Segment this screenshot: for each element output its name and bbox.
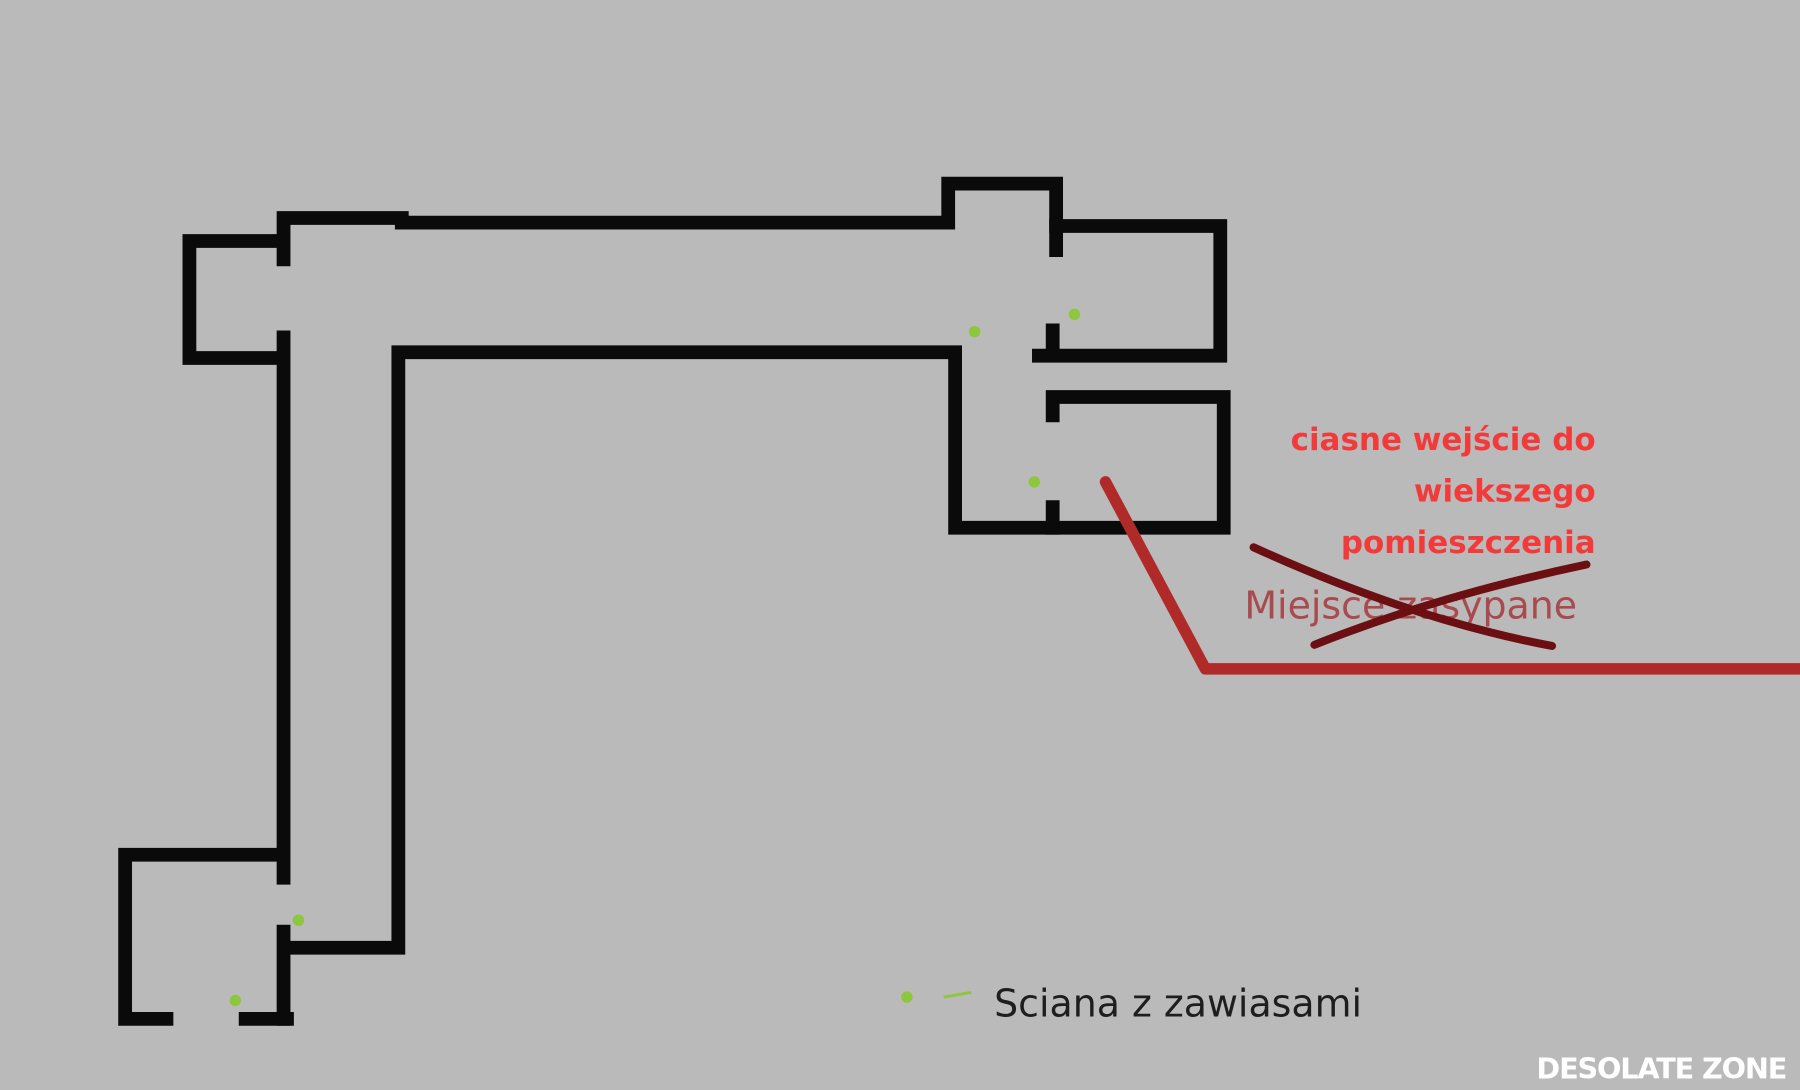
annotation-note: ciasne wejście do wiekszego pomieszczeni… xyxy=(1291,422,1596,561)
wall-bottom-left-room xyxy=(118,847,294,1026)
hinge-marker xyxy=(229,994,242,1007)
wall-corridor-outer-top xyxy=(276,176,1064,267)
watermark-logo: DESOLATE ZONE xyxy=(1536,1052,1786,1086)
walls xyxy=(118,176,1231,1026)
hinge-marker xyxy=(968,325,981,338)
cross-out-mark xyxy=(1249,543,1591,650)
hinge-marker-legend-icon xyxy=(901,991,913,1003)
hinge-line-legend-icon xyxy=(943,991,972,999)
hinge-markers xyxy=(229,308,1081,1007)
hinge-marker xyxy=(292,914,305,926)
note-line-3: pomieszczenia xyxy=(1341,525,1596,561)
legend: Sciana z zawiasami xyxy=(901,982,1362,1026)
route-line xyxy=(1099,476,1800,675)
wall-right-room xyxy=(1032,219,1228,363)
hinge-marker xyxy=(1068,308,1081,321)
note-line-2: wiekszego xyxy=(1414,473,1596,509)
note-line-1: ciasne wejście do xyxy=(1291,422,1596,458)
wall-top-left-room xyxy=(182,234,289,365)
wall-corridor-inner xyxy=(280,345,1231,955)
hinge-marker xyxy=(1028,476,1041,488)
legend-label: Sciana z zawiasami xyxy=(994,982,1362,1026)
